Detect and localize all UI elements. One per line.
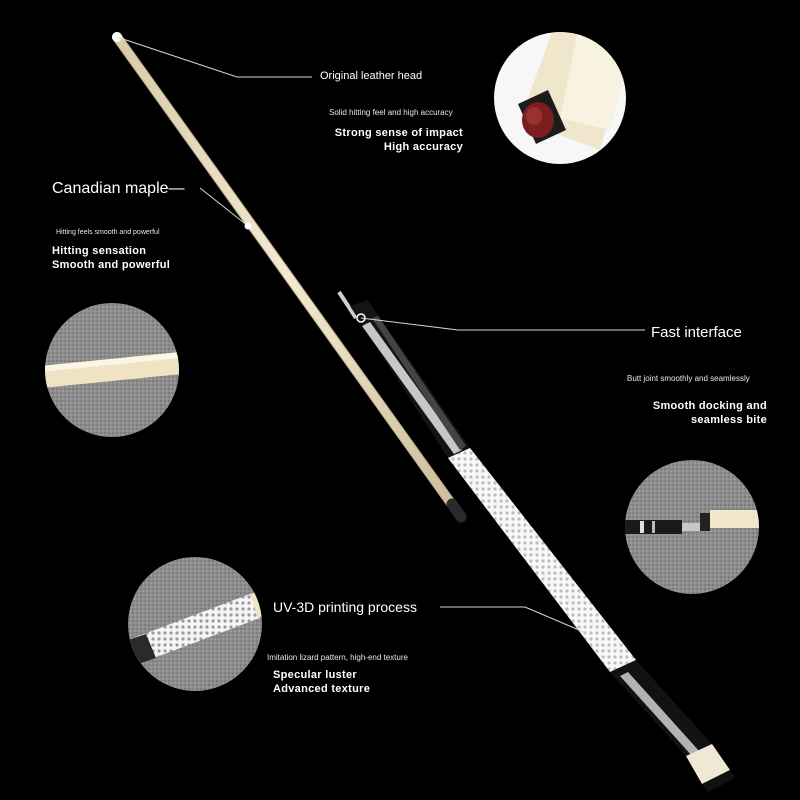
detail-circle-printing (128, 557, 262, 691)
maple-title: Canadian maple— (52, 180, 185, 197)
printing-line1: Specular luster (273, 669, 357, 681)
leather-head-line1: Strong sense of impact (334, 127, 463, 139)
leader-maple (199, 187, 249, 227)
printing-features: Specular luster Advanced texture (273, 668, 370, 696)
maple-features: Hitting sensation Smooth and powerful (52, 244, 170, 272)
printing-title: UV-3D printing process (273, 599, 417, 615)
interface-dot (356, 313, 366, 323)
shaft-joint-cap (446, 498, 467, 523)
leather-head-title: Original leather head (320, 70, 423, 82)
detail-circle-joint (625, 460, 759, 594)
interface-line1: Smooth docking and (652, 400, 767, 412)
interface-line2: seamless bite (690, 414, 767, 426)
interface-subtitle: Butt joint smoothly and seamlessly (627, 374, 750, 383)
leader-leather-head (116, 36, 312, 78)
leader-lines (116, 36, 645, 634)
leader-interface (360, 317, 645, 331)
maple-line2: Smooth and powerful (52, 259, 171, 271)
printing-line2: Advanced texture (273, 683, 371, 695)
maple-subtitle: Hitting feels smooth and powerful (56, 229, 160, 236)
interface-title: Fast interface (651, 324, 742, 341)
leather-head-line2: High accuracy (383, 141, 463, 153)
leader-printing (440, 606, 587, 634)
leather-head-subtitle: Solid hitting feel and high accuracy (329, 108, 453, 117)
interface-features: Smooth docking and seamless bite (620, 399, 767, 427)
detail-circle-tip (494, 32, 626, 164)
maple-shaft (112, 32, 467, 523)
maple-line1: Hitting sensation (52, 245, 147, 257)
printing-subtitle: Imitation lizard pattern, high-end textu… (267, 653, 408, 662)
detail-circle-maple (45, 303, 179, 437)
leather-head-features: Strong sense of impact High accuracy (320, 126, 463, 154)
maple-dot (244, 222, 252, 230)
cue-butt (337, 290, 735, 792)
